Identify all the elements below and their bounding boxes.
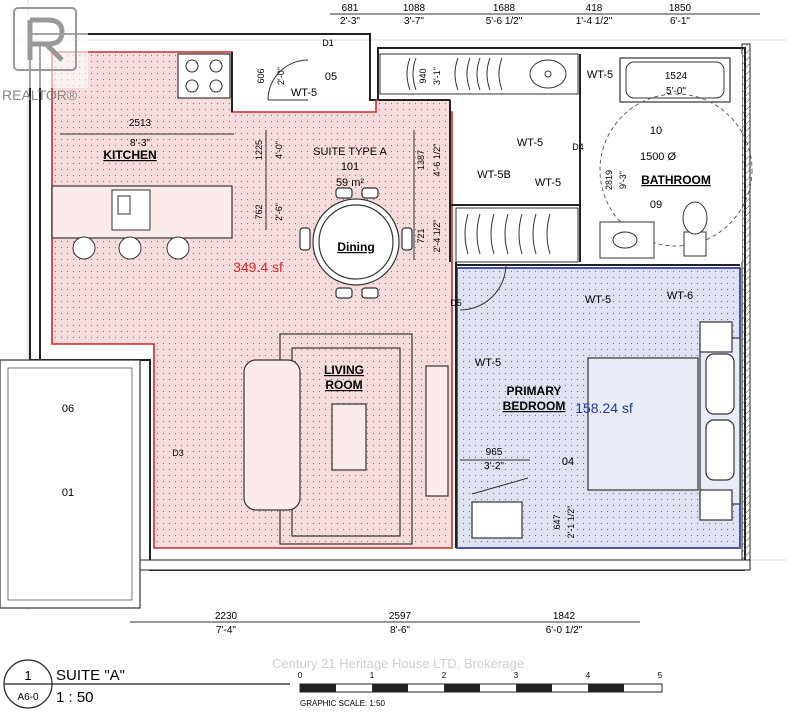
scale-tick-0: 0 — [298, 671, 303, 680]
primary-label-1: PRIMARY — [507, 384, 562, 398]
dim-2819-ft: 9'-3" — [618, 171, 628, 189]
kitchen-width-ft: 8'-3" — [130, 138, 150, 149]
top-dim-2-mm: 1088 — [403, 3, 426, 14]
suite-number: 101 — [341, 161, 359, 173]
dim-940-mm: 940 — [418, 68, 428, 83]
wt5-tag-5: WT-5 — [585, 294, 611, 306]
wt5-tag-2: WT-5 — [517, 137, 543, 149]
tub-width-mm: 1524 — [665, 71, 688, 82]
key-04: 04 — [562, 456, 574, 468]
dim-1225-mm: 1225 — [254, 140, 264, 160]
drawing-number: 1 — [24, 668, 31, 683]
dim-721-ft: 2'-4 1/2" — [432, 220, 442, 253]
dim-647-ft: 2'-1 1/2" — [566, 506, 576, 539]
key-05: 05 — [325, 71, 337, 83]
top-dim-3-ft: 5'-6 1/2" — [486, 16, 523, 27]
bottom-dim-2-ft: 8'-6" — [390, 625, 410, 636]
key-10: 10 — [650, 125, 662, 137]
title-block-frame — [3, 659, 290, 709]
bottom-dim-1-mm: 2230 — [215, 611, 238, 622]
closet-upper — [379, 53, 579, 95]
door-tag-d3: D3 — [172, 448, 184, 458]
kitchen-width-mm: 2513 — [129, 118, 152, 129]
dim-2819-mm: 2819 — [604, 170, 614, 190]
top-dim-2-ft: 3'-7" — [404, 16, 424, 27]
bottom-dim-3-mm: 1842 — [553, 611, 576, 622]
dining-label: Dining — [337, 240, 374, 254]
bottom-dim-1-ft: 7'-4" — [216, 625, 236, 636]
dim-606-mm: 606 — [256, 68, 266, 83]
dim-762-mm: 762 — [254, 204, 264, 219]
wt6-tag: WT-6 — [667, 290, 693, 302]
top-dim-5-ft: 6'-1" — [670, 16, 690, 27]
kitchen-label: KITCHEN — [103, 148, 156, 162]
living-label-1: LIVING — [324, 363, 364, 377]
scale-tick-5: 5 — [658, 671, 663, 680]
wt5-tag-3: WT-5 — [535, 177, 561, 189]
top-dim-3-mm: 1688 — [493, 3, 516, 14]
realtor-logo-text: REALTOR® — [2, 87, 78, 103]
graphic-scale-bar — [299, 683, 663, 693]
door-tag-d1: D1 — [322, 38, 334, 48]
bottom-dim-3-ft: 6'-0 1/2" — [546, 625, 583, 636]
closet-lower — [455, 207, 579, 263]
scale-tick-2: 2 — [442, 671, 447, 680]
key-01: 01 — [62, 487, 74, 499]
dim-1225-ft: 4'-0" — [274, 141, 284, 159]
drawing-scale: 1 : 50 — [56, 689, 94, 706]
dining-table — [299, 187, 413, 299]
suite-area: 59 m² — [336, 177, 364, 189]
south-wall — [139, 559, 751, 571]
top-dim-5-mm: 1850 — [669, 3, 692, 14]
key-06: 06 — [62, 403, 74, 415]
bed — [471, 321, 741, 539]
bottom-dim-2-mm: 2597 — [389, 611, 412, 622]
sheet-number: A6-0 — [17, 692, 39, 703]
door-tag-d5: D5 — [450, 298, 462, 308]
scale-tick-3: 3 — [514, 671, 519, 680]
graphic-scale-label: GRAPHIC SCALE: 1:50 — [300, 699, 385, 708]
dim-606-ft: 2'-0" — [276, 67, 286, 85]
brokerage-watermark: Century 21 Heritage House LTD. Brokerage — [272, 656, 524, 671]
bedroom-area-label: 158.24 sf — [575, 400, 633, 416]
kitchen-fixtures — [51, 53, 233, 260]
realtor-logo — [2, 4, 88, 88]
wt5b-tag: WT-5B — [477, 169, 511, 181]
dim-965-ft: 3'-2" — [484, 461, 504, 472]
scale-tick-4: 4 — [586, 671, 591, 680]
dim-762-ft: 2'-6" — [274, 203, 284, 221]
top-dim-1-ft: 2'-3" — [340, 16, 360, 27]
door-tag-d4: D4 — [572, 142, 584, 152]
bathroom — [582, 54, 753, 262]
dim-1387-ft: 4'-6 1/2" — [432, 144, 442, 177]
top-dim-4-ft: 1'-4 1/2" — [576, 16, 613, 27]
drawing-title: SUITE "A" — [56, 667, 125, 684]
dim-965-mm: 965 — [486, 447, 503, 458]
wt5-tag-4: WT-5 — [587, 69, 613, 81]
suite-type-label: SUITE TYPE A — [313, 146, 387, 158]
living-label-2: ROOM — [325, 378, 362, 392]
top-dim-4-mm: 418 — [586, 3, 603, 14]
primary-label-2: BEDROOM — [503, 399, 566, 413]
dim-1387-mm: 1387 — [416, 150, 426, 170]
balcony — [0, 359, 141, 609]
tub-width-ft: 5'-0" — [666, 86, 686, 97]
dim-647-mm: 647 — [552, 514, 562, 529]
east-wall-hatch — [741, 43, 751, 565]
door-swings — [267, 59, 529, 495]
dim-940-ft: 3'-1" — [432, 67, 442, 85]
wt5-tag-6: WT-5 — [475, 357, 501, 369]
living-furniture — [243, 333, 449, 545]
dimension-lines — [60, 13, 760, 623]
dim-721-mm: 721 — [416, 228, 426, 243]
turning-circle: 1500 Ø — [640, 151, 677, 163]
top-dim-1-mm: 681 — [342, 3, 359, 14]
main-area-label: 349.4 sf — [233, 259, 283, 275]
key-09: 09 — [650, 199, 662, 211]
scale-tick-1: 1 — [370, 671, 375, 680]
bathroom-label: BATHROOM — [641, 173, 711, 187]
wt5-tag-1: WT-5 — [291, 87, 317, 99]
